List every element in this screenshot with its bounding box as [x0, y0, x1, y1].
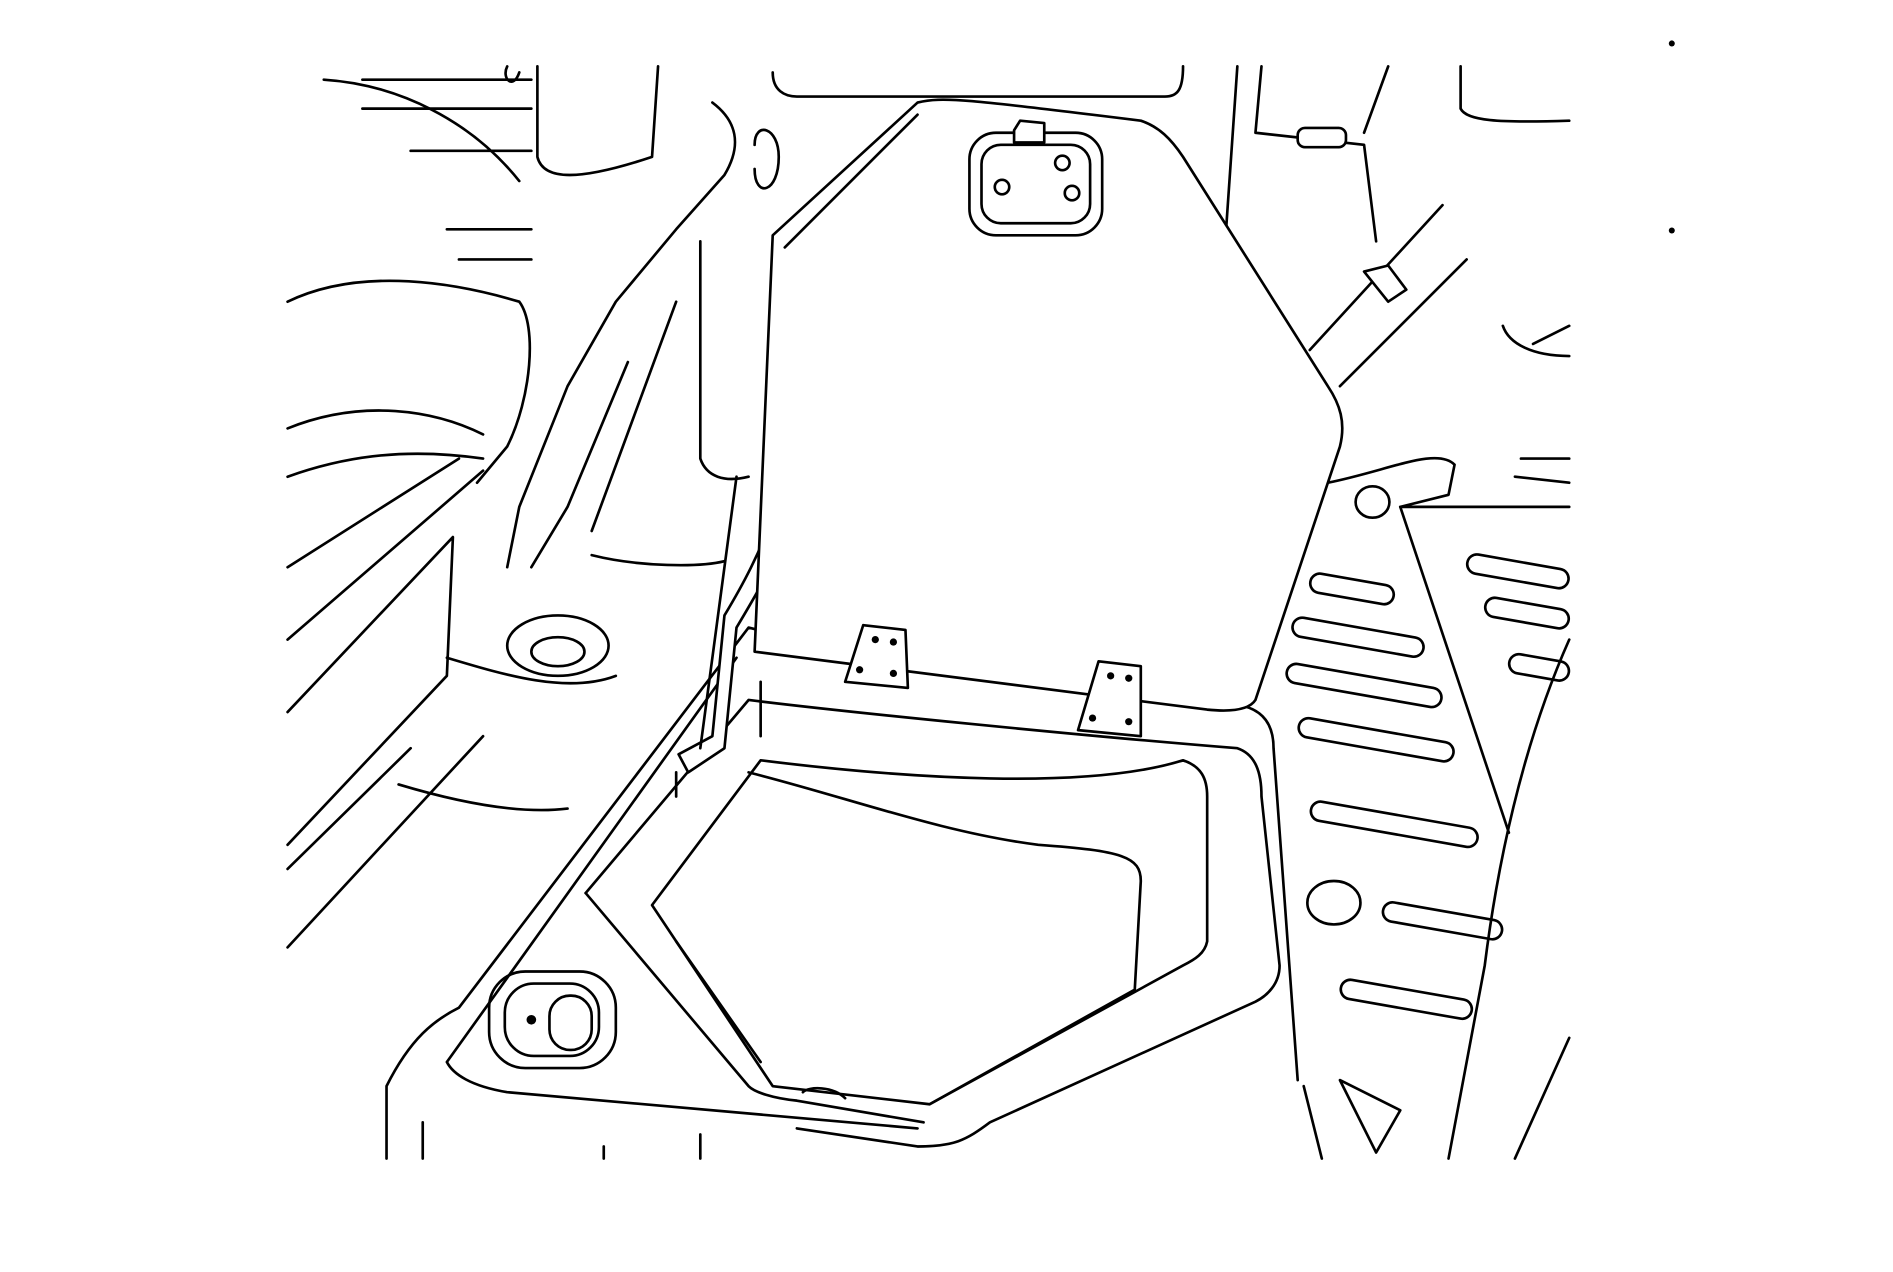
seat — [286, 65, 660, 949]
registration-marks — [1668, 40, 1675, 234]
drain-plug — [487, 970, 618, 1070]
cup-holder — [505, 614, 610, 678]
floor-plug — [1306, 879, 1362, 926]
lid-latch — [968, 119, 1104, 237]
storage-bin — [385, 626, 1324, 1160]
compartment-lid — [753, 98, 1344, 738]
right-interior — [1223, 65, 1571, 1160]
console-trim — [397, 65, 1185, 812]
hinge-left — [843, 623, 910, 690]
floor-ribs — [1285, 553, 1571, 1021]
hinge-right — [1076, 660, 1143, 738]
